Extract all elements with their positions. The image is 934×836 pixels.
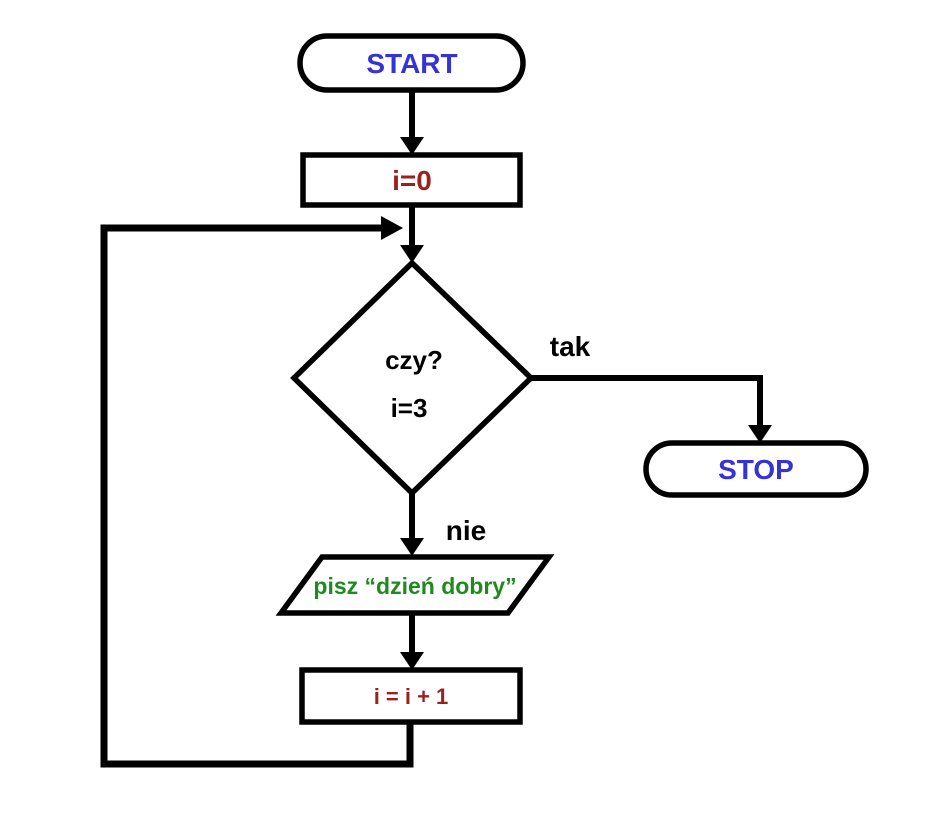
arrow-right-icon: [381, 216, 403, 240]
decision-node: czy? i=3: [290, 259, 535, 497]
decision-label-line2: i=3: [391, 393, 428, 423]
edge-line: [531, 375, 763, 428]
init-label: i=0: [392, 165, 432, 196]
edge-init-to-decision: [400, 205, 424, 263]
start-label: START: [366, 48, 457, 79]
decision-shape: [290, 259, 535, 497]
stop-label: STOP: [718, 454, 794, 485]
output-label: pisz “dzień dobry”: [313, 573, 516, 599]
edge-loop-back: [100, 216, 414, 768]
edge-decision-to-stop: [531, 375, 772, 443]
terminator-shape: [297, 33, 526, 93]
arrow-down-icon: [748, 425, 772, 443]
edge-decision-to-output: [400, 493, 424, 556]
start-node: START: [297, 33, 526, 93]
init-node: i=0: [300, 152, 523, 208]
process-shape: [300, 152, 523, 208]
stop-node: STOP: [643, 440, 869, 498]
arrow-down-icon: [400, 137, 424, 155]
edge-label-nie: nie: [446, 515, 486, 546]
arrow-down-icon: [400, 652, 424, 670]
edge-output-to-increment: [400, 613, 424, 670]
output-node: pisz “dzień dobry”: [275, 554, 555, 616]
edge-start-to-init: [400, 89, 424, 155]
terminator-shape: [643, 440, 869, 498]
arrow-down-icon: [400, 245, 424, 263]
input-output-shape: [275, 554, 555, 616]
edge-line: [100, 224, 414, 768]
arrow-down-icon: [400, 538, 424, 556]
edge-label-tak: tak: [550, 331, 591, 362]
increment-label: i = i + 1: [374, 684, 449, 709]
increment-node: i = i + 1: [299, 667, 523, 725]
process-shape: [299, 667, 523, 725]
decision-label-line1: czy?: [385, 345, 443, 375]
